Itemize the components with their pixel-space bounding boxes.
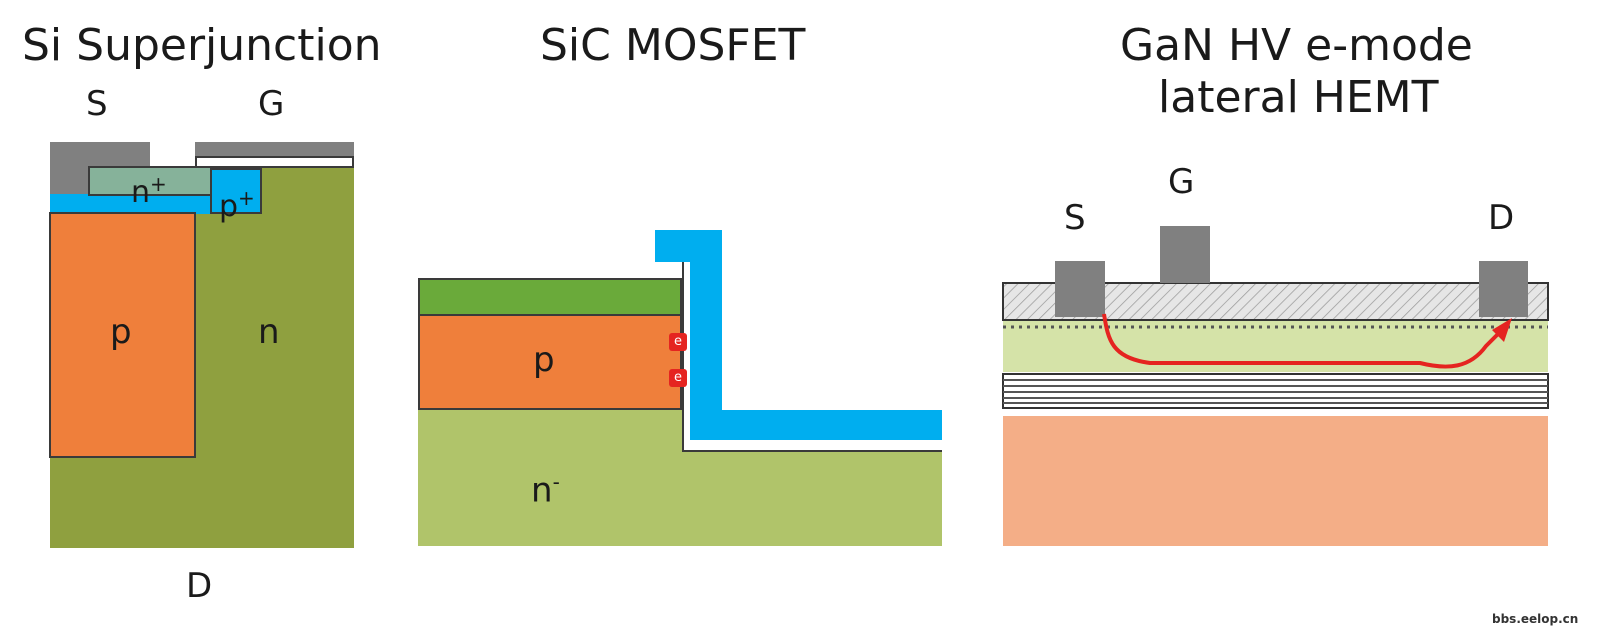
- gan-drain-label: D: [1488, 198, 1515, 238]
- gan-source-label: S: [1064, 198, 1086, 238]
- si-source-label: S: [86, 84, 108, 124]
- gan-substrate: [1003, 416, 1548, 546]
- gan-source-contact: [1055, 261, 1105, 317]
- gan-gate-label: G: [1168, 162, 1195, 202]
- watermark: bbs.eelop.cn: [1492, 612, 1579, 626]
- si-n-region-label: n: [258, 312, 280, 352]
- si-p-body-strip: [50, 194, 262, 214]
- si-gate-metal: [195, 142, 354, 156]
- gan-drain-contact: [1479, 261, 1528, 317]
- si-p-plus-region: [210, 168, 262, 214]
- sic-p-label: p: [533, 340, 555, 380]
- gan-current-path: [1102, 313, 1500, 369]
- si-p-plus-label: p+: [219, 186, 255, 224]
- si-p-pillar-label: p: [110, 312, 132, 352]
- si-gate-label: G: [258, 84, 285, 124]
- si-n-plus-region: [88, 166, 212, 196]
- gan-current-arrowhead: [1492, 318, 1512, 342]
- gan-gate-contact: [1160, 226, 1210, 283]
- title-sic-mosfet: SiC MOSFET: [540, 20, 806, 71]
- title-gan-line2: lateral HEMT: [1158, 72, 1439, 123]
- sic-electron-2: e: [669, 369, 687, 387]
- si-p-pillar: [49, 212, 196, 458]
- title-gan-line1: GaN HV e-mode: [1120, 20, 1473, 71]
- si-gate-oxide: [195, 156, 354, 168]
- sic-gate-trench: [655, 230, 942, 440]
- sic-electron-1: e: [669, 333, 687, 351]
- sic-n-minus-label: n-: [531, 470, 560, 511]
- si-n-plus-label: n+: [131, 172, 167, 210]
- sic-p-well: [418, 314, 682, 410]
- title-si-superjunction: Si Superjunction: [22, 20, 382, 71]
- si-drain-label: D: [186, 566, 213, 606]
